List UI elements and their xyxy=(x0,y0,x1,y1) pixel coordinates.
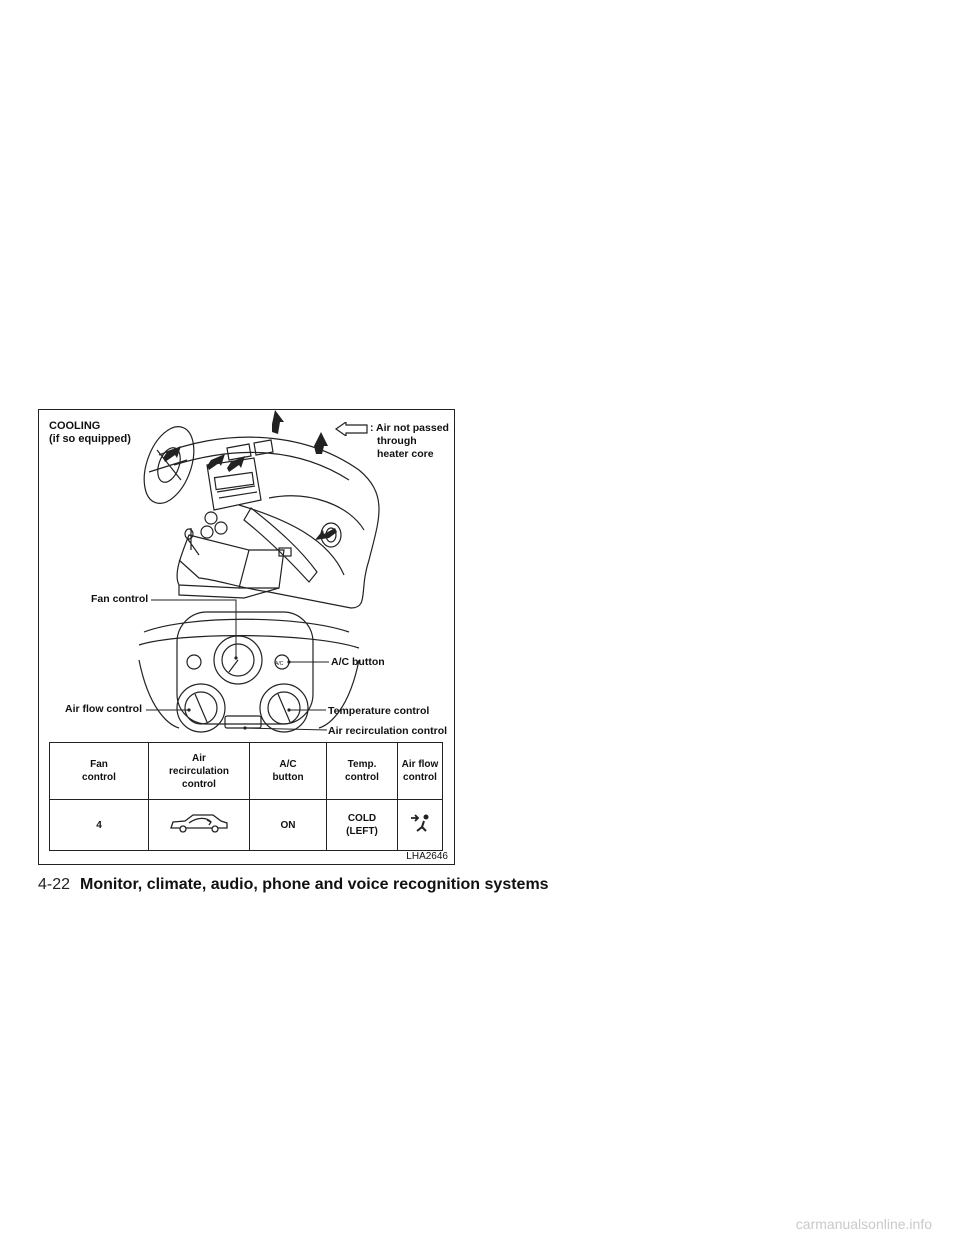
cell-air-flow xyxy=(397,799,443,851)
header-text: control xyxy=(82,772,116,783)
cell-temp: COLD (LEFT) xyxy=(326,799,398,851)
settings-table: Fan control Air recirculation control A/… xyxy=(49,742,443,851)
cell-recirculation xyxy=(148,799,250,851)
vent-mode-icon xyxy=(411,814,429,832)
header-text: button xyxy=(272,772,304,783)
panel-ac-text: A/C xyxy=(275,661,284,667)
header-ac-button: A/C button xyxy=(249,742,327,800)
header-air-recirculation: Air recirculation control xyxy=(148,742,250,800)
figure-title: COOLING (if so equipped) xyxy=(49,420,131,446)
car-recirculation-icon xyxy=(170,814,228,833)
table-header-row: Fan control Air recirculation control A/… xyxy=(49,742,443,800)
header-text: Air xyxy=(192,752,206,764)
legend-line1: : Air not passed xyxy=(370,422,449,434)
page-footer: 4-22 Monitor, climate, audio, phone and v… xyxy=(38,876,549,894)
callout-fan-control: Fan control xyxy=(91,593,149,605)
header-text: control xyxy=(182,778,216,790)
dashboard-illustration: A/C xyxy=(138,410,380,733)
figure-title-line2: (if so equipped) xyxy=(49,433,131,445)
legend-line3: heater core xyxy=(377,448,434,460)
header-text: Fan xyxy=(90,759,108,770)
cell-temp-line2: (LEFT) xyxy=(346,826,378,837)
section-title: Monitor, climate, audio, phone and voice… xyxy=(80,876,549,893)
header-text: A/C xyxy=(279,759,297,770)
cell-fan: 4 xyxy=(49,799,149,851)
callout-air-recirculation-control: Air recirculation control xyxy=(328,725,448,737)
legend-line2: through xyxy=(377,435,417,447)
table-row: 4 ON COLD (LEFT) xyxy=(49,799,443,851)
callout-temperature-control: Temperature control xyxy=(328,705,430,717)
cell-temp-line1: COLD xyxy=(347,813,377,824)
header-text: Temp. xyxy=(347,759,377,770)
watermark: carmanualsonline.info xyxy=(795,1216,932,1232)
page-number: 4-22 xyxy=(38,876,71,893)
header-temp-control: Temp. control xyxy=(326,742,398,800)
legend-arrow-icon xyxy=(334,422,368,436)
header-text: recirculation xyxy=(168,765,230,777)
header-air-flow-control: Air flow control xyxy=(397,742,443,800)
header-fan-control: Fan control xyxy=(49,742,149,800)
callout-ac-button: A/C button xyxy=(331,656,385,668)
callout-air-flow-control: Air flow control xyxy=(65,703,142,715)
header-text: control xyxy=(403,772,437,783)
cell-ac: ON xyxy=(249,799,327,851)
header-text: control xyxy=(345,772,379,783)
figure-code: LHA2646 xyxy=(406,851,448,862)
cooling-figure: COOLING (if so equipped) : Air not passe… xyxy=(38,409,455,865)
header-text: Air flow xyxy=(401,759,439,770)
figure-title-line1: COOLING xyxy=(49,420,101,432)
legend: : Air not passed through heater core xyxy=(370,422,449,461)
